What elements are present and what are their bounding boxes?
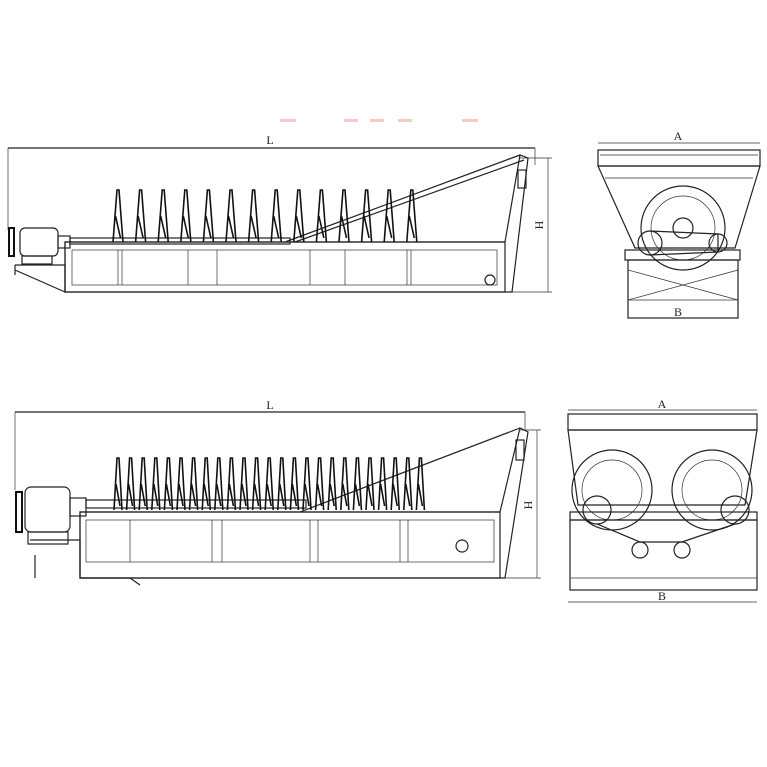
- spiral-blade: [163, 457, 174, 511]
- length-dimension: L: [7, 133, 536, 230]
- motor: [15, 486, 307, 545]
- spiral-blades: [112, 189, 418, 243]
- spiral-blade: [293, 189, 305, 243]
- motor: [8, 227, 291, 265]
- drain-icon: [455, 539, 469, 553]
- spiral-wheel: [671, 449, 753, 531]
- spiral-blade: [352, 457, 363, 511]
- spiral-blade: [202, 189, 215, 243]
- height-label: H: [521, 500, 535, 509]
- faint-marks: [280, 119, 478, 122]
- spiral-blade: [327, 457, 337, 511]
- spiral-blade: [247, 189, 260, 243]
- height-label: H: [532, 220, 546, 229]
- spiral-blade: [403, 457, 413, 511]
- spiral-blade: [315, 189, 328, 243]
- spiral-blade: [180, 189, 192, 243]
- spiral-blade: [277, 457, 287, 511]
- spiral-blade: [151, 457, 161, 511]
- height-dimension: H: [505, 157, 552, 293]
- length-dimension: L: [14, 398, 526, 490]
- spiral-blades: [113, 457, 426, 511]
- width-top-label: A: [658, 397, 667, 411]
- spiral-blade: [314, 457, 325, 511]
- length-label: L: [266, 398, 273, 412]
- spiral-blade: [338, 189, 350, 243]
- width-base-label: B: [674, 305, 682, 319]
- pulley-icon: [637, 230, 663, 256]
- spiral-blade: [377, 457, 388, 511]
- drain-icon: [484, 274, 496, 286]
- spiral-blade: [302, 457, 312, 511]
- single-spiral-side-view: L H: [7, 133, 552, 293]
- width-top-label: A: [674, 129, 683, 143]
- spiral-blade: [406, 189, 418, 243]
- spiral-blade: [383, 189, 395, 243]
- width-base-label: B: [658, 589, 666, 603]
- spiral-blade: [270, 189, 282, 243]
- length-label: L: [266, 133, 273, 147]
- spiral-blade: [226, 457, 237, 511]
- spiral-blade: [201, 457, 211, 511]
- trough: [30, 427, 529, 586]
- spiral-blade: [289, 457, 300, 511]
- spiral-blade: [188, 457, 199, 511]
- spiral-blade: [176, 457, 186, 511]
- double-spiral-end-view: A B: [567, 397, 758, 603]
- spiral-blade: [125, 457, 136, 511]
- spiral-blade: [365, 457, 375, 511]
- single-spiral-end-view: A B: [597, 129, 761, 319]
- double-spiral-side-view: L H: [14, 398, 541, 586]
- spiral-blade: [340, 457, 350, 511]
- spiral-blade: [251, 457, 262, 511]
- spiral-blade: [415, 457, 426, 511]
- spiral-wheel: [640, 185, 726, 271]
- spiral-blade: [112, 189, 124, 243]
- spiral-blade: [214, 457, 224, 511]
- trough: [14, 154, 529, 293]
- spiral-blade: [264, 457, 274, 511]
- spiral-blade: [390, 457, 400, 511]
- spiral-blade: [360, 189, 373, 243]
- height-dimension: H: [500, 429, 541, 579]
- spiral-wheel: [571, 449, 653, 531]
- spiral-blade: [239, 457, 249, 511]
- spiral-blade: [134, 189, 147, 243]
- spiral-blade: [225, 189, 237, 243]
- spiral-blade: [113, 457, 123, 511]
- spiral-blade: [138, 457, 148, 511]
- spiral-blade: [157, 189, 169, 243]
